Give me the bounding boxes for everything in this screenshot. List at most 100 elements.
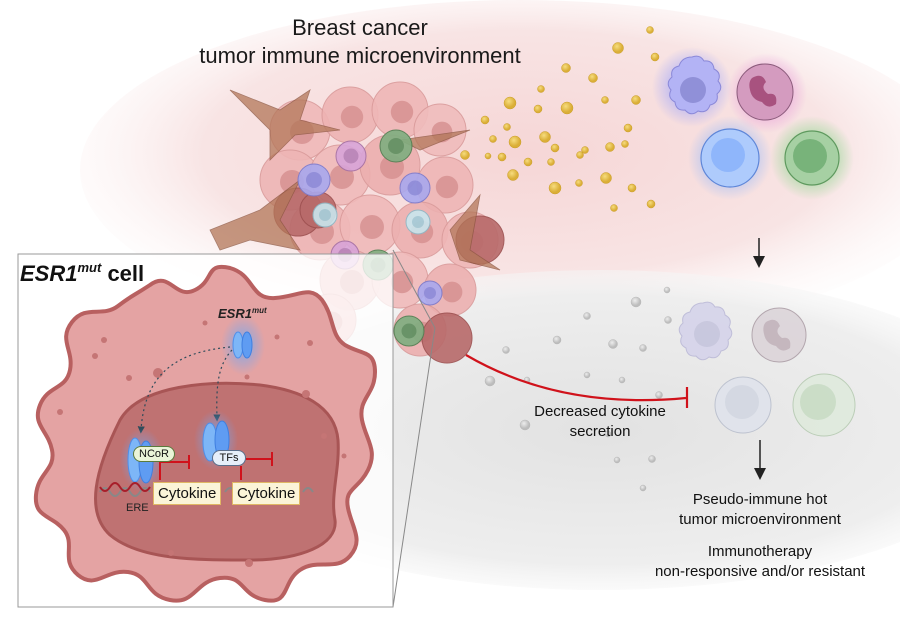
depleted-dot [502, 346, 510, 354]
inset-title: ESR1mut cell [20, 260, 144, 287]
cytokine-dot [600, 172, 612, 184]
depleted-dot [608, 339, 618, 349]
immune-cells-active [652, 47, 854, 200]
depleted-dot [484, 375, 496, 387]
infiltrating-immune-cell-nucleus [343, 148, 359, 164]
tumor-cell-nucleus [390, 100, 414, 124]
inhibition-label: Decreased cytokine secretion [500, 402, 700, 442]
tumor-cell-nucleus [360, 215, 384, 239]
ere-label: ERE [126, 502, 149, 514]
therapy-line-2: non-responsive and/or resistant [654, 563, 866, 580]
esr1-label-gene: ESR1 [218, 306, 252, 321]
depleted-dot [655, 391, 663, 399]
cytokine-dot [539, 131, 551, 143]
cytokine-dot [610, 204, 618, 212]
fibroblast [209, 179, 301, 251]
translocation-arrow-right [213, 349, 233, 422]
infiltrating-immune-cell-nucleus [388, 138, 404, 154]
infiltrating-immune-cell-nucleus [412, 216, 424, 228]
depleted-dot [604, 430, 612, 438]
cytokine-dot [537, 85, 545, 93]
depleted-dot [663, 286, 671, 294]
cytokine-dot [601, 96, 609, 104]
cytokine-dot [612, 42, 624, 54]
infiltrating-immune-cell-nucleus [424, 287, 436, 299]
cytokine-dot [650, 52, 660, 62]
esr1-protein-cytoplasm [221, 315, 265, 375]
cytokine-dot [576, 151, 584, 159]
depleted-dot [583, 312, 591, 320]
zoom-guide-line [392, 249, 436, 329]
nucleus [94, 381, 340, 562]
cytokine-dot [605, 142, 615, 152]
cytokine-dot [523, 157, 533, 167]
cytokine-dot [548, 181, 562, 195]
therapy-label: Immunotherapy non-responsive and/or resi… [620, 542, 900, 582]
outcome-line-2: tumor microenvironment [679, 511, 841, 528]
fibroblast [229, 89, 341, 161]
inhibition-label-line-2: secretion [569, 423, 631, 440]
cytokine-dot [623, 123, 633, 133]
inhibition-label-line-1: Decreased cytokine [534, 403, 666, 420]
tumor-cell-nucleus [340, 105, 364, 129]
cytokine-dot [646, 26, 654, 34]
inset-title-sup: mut [77, 260, 102, 275]
cytokine-particles [460, 26, 660, 212]
infiltrating-immune-cell-nucleus [306, 172, 322, 188]
cytokine-dot [588, 73, 598, 83]
tumor-cell-nucleus [441, 281, 463, 303]
cytokine-dot [533, 104, 543, 114]
cytokine-gene-box-left: Cytokine [153, 482, 222, 505]
cytokine-dot [561, 63, 571, 73]
cytokine-dot [503, 123, 511, 131]
cytokine-dot [550, 143, 560, 153]
cytokine-dot [480, 115, 490, 125]
depleted-dot [583, 371, 591, 379]
infiltrating-immune-cell-nucleus [401, 323, 417, 339]
cytokine-dot [503, 96, 517, 110]
depleted-dot [519, 419, 531, 431]
cytokine-dot [581, 146, 589, 154]
ncor-label: NCoR [133, 446, 175, 462]
outcome-label: Pseudo-immune hot tumor microenvironment [630, 490, 890, 530]
depleted-dot [664, 316, 672, 324]
translocation-arrow-left [137, 346, 231, 434]
repression-lines [159, 452, 273, 480]
cytokine-dot [575, 179, 583, 187]
depleted-dot [630, 296, 642, 308]
tumor-cell-nucleus [435, 175, 459, 199]
neutrophil-cell-inactive [751, 307, 807, 363]
outcome-line-1: Pseudo-immune hot [692, 491, 828, 508]
figure-title: Breast cancer tumor immune microenvironm… [170, 14, 550, 70]
depleted-dot [648, 455, 656, 463]
infiltrating-immune-cell-nucleus [319, 209, 331, 221]
cytokine-dot [646, 199, 656, 209]
zoom-guide-line [392, 327, 436, 608]
tfs-label: TFs [212, 450, 246, 466]
depleted-dot [639, 344, 647, 352]
cytokine-dot [547, 158, 555, 166]
inhibition-curve [465, 354, 687, 402]
cytokine-dot [631, 95, 641, 105]
cytokine-dot [497, 152, 507, 162]
cytokine-gene-box-right: Cytokine [232, 482, 301, 505]
cytokine-dot [489, 135, 497, 143]
fibroblast [449, 193, 501, 271]
dark-tumor-cell [421, 312, 473, 364]
depleted-dot [552, 335, 562, 345]
cytokine-dot [507, 169, 519, 181]
cytokine-dot [621, 140, 629, 148]
therapy-line-1: Immunotherapy [707, 543, 813, 560]
inset-title-gene: ESR1 [20, 261, 78, 286]
cytokine-dot [627, 183, 637, 193]
depleted-dot [618, 376, 626, 384]
cytokine-dot [460, 150, 470, 160]
depleted-dot [639, 484, 647, 492]
cytokine-dot [484, 152, 492, 160]
cytokine-dot [560, 101, 574, 115]
inset-title-suffix: cell [101, 261, 145, 286]
infiltrating-immune-cell-nucleus [407, 180, 423, 196]
esr1-label-sup: mut [251, 306, 267, 315]
depleted-particles [484, 286, 672, 492]
